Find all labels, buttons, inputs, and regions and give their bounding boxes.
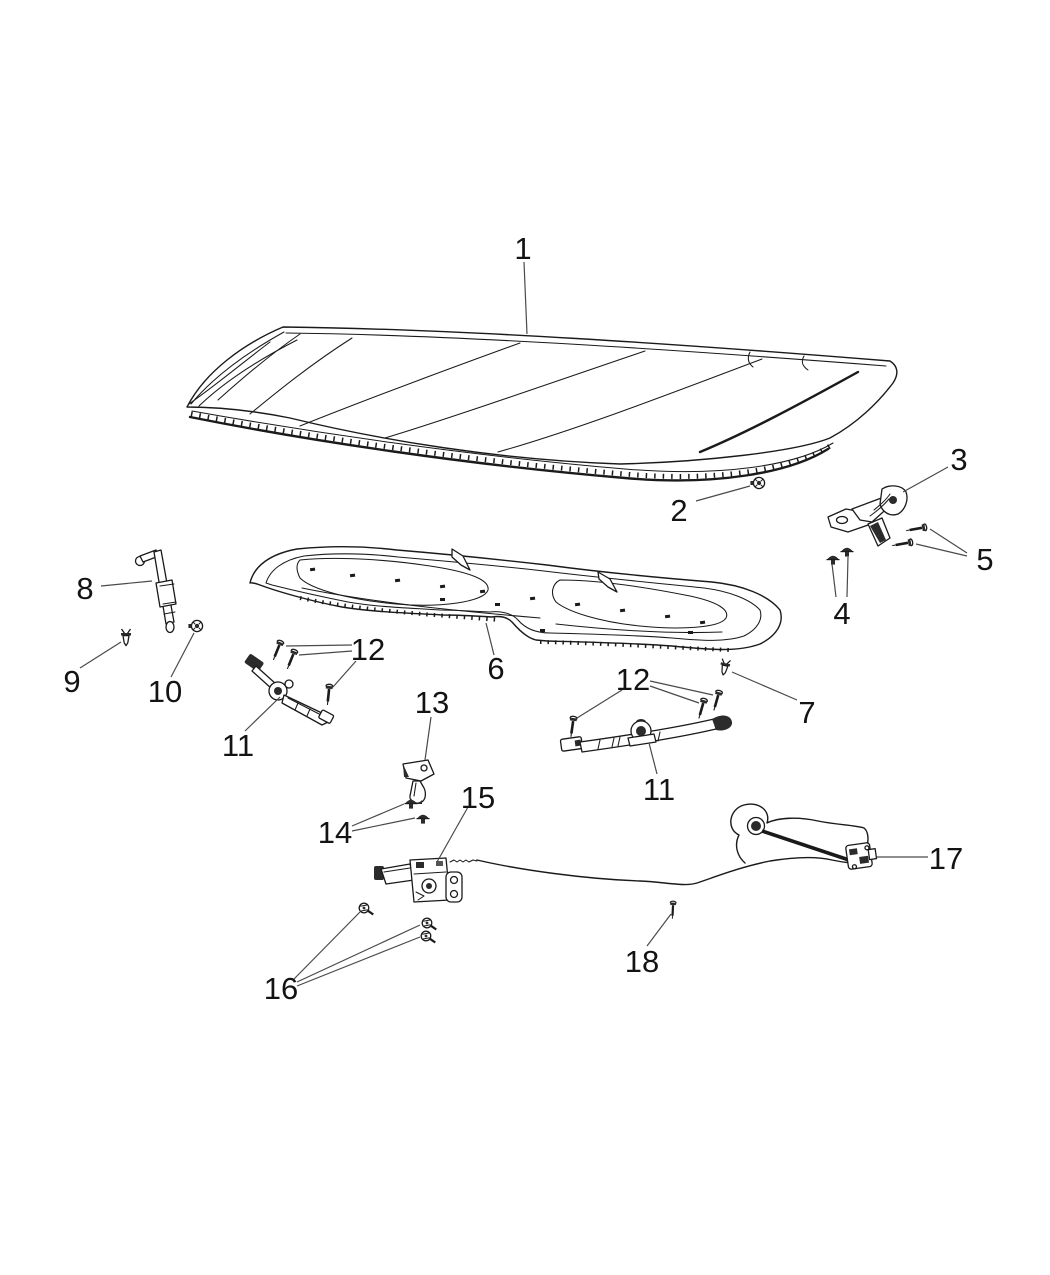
leader-16c: [296, 936, 421, 987]
grommet-10: [187, 619, 204, 633]
leader-7: [731, 671, 798, 701]
callout-16: 16: [264, 971, 298, 1006]
callout-17: 17: [929, 841, 963, 876]
callout-9: 9: [63, 664, 80, 699]
callout-12-right: 12: [616, 662, 650, 697]
panel-clip-marks: [309, 567, 706, 634]
clip-4b: [839, 547, 855, 558]
leader-1: [523, 261, 528, 335]
screw-18: [668, 899, 678, 920]
hood-prop-rod: [134, 549, 177, 634]
callout-2: 2: [670, 493, 687, 528]
leader-13: [424, 716, 432, 761]
callout-6: 6: [487, 651, 504, 686]
screw-12c: [322, 682, 335, 707]
bolt-16b: [420, 915, 438, 933]
leader-12d: [576, 689, 623, 719]
leader-16a: [293, 911, 361, 980]
leader-lines: [79, 261, 968, 987]
leader-14a: [351, 803, 405, 827]
leader-15: [436, 806, 469, 863]
callout-4: 4: [833, 596, 850, 631]
screw-12d: [566, 714, 579, 739]
retainer-pin-9: [120, 628, 132, 647]
screw-12a: [268, 638, 286, 663]
callout-10: 10: [148, 674, 182, 709]
callout-14: 14: [318, 815, 352, 850]
bolt-16a: [357, 900, 375, 918]
screw-5a: [904, 522, 929, 536]
screw-12e: [694, 696, 710, 721]
callout-15: 15: [461, 780, 495, 815]
screw-5b: [890, 537, 915, 551]
hood-latch: [374, 857, 478, 903]
hood-outer-panel: [186, 326, 898, 482]
leader-18: [646, 913, 672, 947]
leader-12c: [332, 660, 357, 688]
leader-11-right: [648, 742, 658, 775]
callout-8: 8: [76, 571, 93, 606]
callout-3: 3: [950, 442, 967, 477]
hood-striker-left: [244, 654, 335, 726]
release-cable-and-handle: [476, 803, 878, 886]
leader-12f: [649, 680, 714, 696]
leader-3: [902, 466, 949, 493]
callout-18: 18: [625, 944, 659, 979]
leader-10: [170, 632, 195, 678]
leader-11-left: [244, 696, 281, 732]
leader-12a: [285, 644, 353, 647]
safety-catch-bracket: [402, 759, 435, 804]
hood-silencer-panel: [249, 546, 782, 652]
leader-12e: [649, 685, 700, 704]
screw-12b: [282, 647, 300, 672]
callout-labels: 1 2 3 4 5 6 7 8 9 10 11 11 12 12 13 14 1…: [63, 231, 993, 1006]
clip-14b: [415, 814, 431, 825]
callout-11-left: 11: [222, 728, 254, 763]
clip-4a: [825, 555, 841, 566]
leader-4a: [831, 563, 837, 598]
leader-6: [485, 622, 495, 656]
leader-2: [695, 485, 751, 502]
callout-13: 13: [415, 685, 449, 720]
grommet-2: [749, 476, 766, 490]
callout-12-left: 12: [351, 632, 385, 667]
leader-12b: [298, 650, 353, 656]
clip-7: [717, 657, 732, 677]
leader-5a: [929, 528, 968, 554]
bolt-16c: [419, 928, 437, 946]
leader-16b: [296, 924, 421, 983]
callout-5: 5: [976, 542, 993, 577]
leader-9: [79, 641, 122, 669]
callout-11-right: 11: [643, 772, 675, 807]
hood-hinge: [827, 485, 908, 547]
leader-4b: [846, 556, 849, 598]
callout-1: 1: [514, 231, 531, 266]
leader-8: [100, 580, 153, 587]
screw-12f: [709, 688, 725, 713]
hood-striker-right: [559, 715, 733, 753]
leader-14b: [351, 817, 416, 832]
leader-5b: [915, 543, 968, 557]
callout-7: 7: [798, 695, 815, 730]
